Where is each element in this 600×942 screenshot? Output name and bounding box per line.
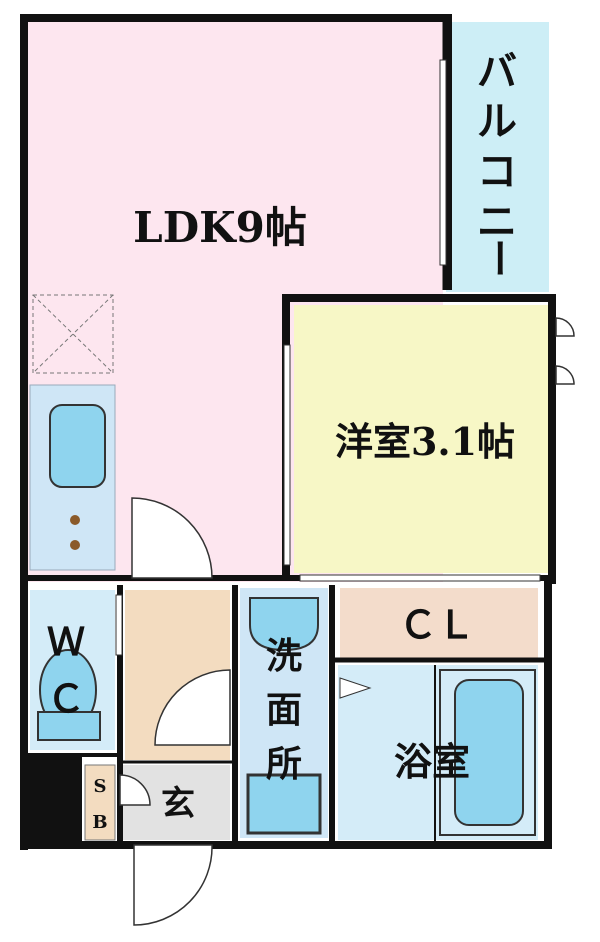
senmen-char-3: 所 (266, 743, 302, 785)
genkan-label: 玄 (161, 784, 195, 824)
shoebox-char-1: S (94, 776, 107, 797)
bathtub-inner-icon (454, 679, 524, 826)
balcony-char-4: ニ (477, 198, 517, 245)
stove-burner-icon (70, 540, 80, 550)
balcony-char-2: ル (477, 98, 517, 145)
senmen-char-1: 洗 (266, 635, 302, 677)
doors (119, 317, 575, 926)
balcony-char-3: コ (477, 148, 517, 195)
balcony-char-1: バ (477, 48, 517, 95)
bath-door-triangle-icon (339, 677, 372, 699)
toilet-tank-icon (37, 711, 101, 741)
sliding-doors (115, 59, 541, 656)
wc-char-1: Ｗ (47, 619, 85, 664)
closet-area (340, 588, 538, 658)
closet-label: ＣＬ (399, 602, 475, 647)
yokushitsu-label: 浴室 (394, 739, 470, 784)
shoebox-area (84, 764, 116, 841)
washing-machine-icon (246, 773, 322, 835)
yoshitsu-label: 洋室3.1帖 (335, 419, 515, 464)
balcony-char-5: ー (475, 238, 522, 278)
wc-char-2: Ｃ (47, 676, 85, 721)
balcony-area (446, 22, 549, 292)
washbasin-icon (249, 597, 319, 652)
fridge-space (32, 294, 114, 374)
shoebox-char-2: B (92, 812, 107, 833)
yoshitsu-area (294, 305, 548, 573)
kitchen-sink-icon (49, 404, 106, 488)
ldk-label: LDK9帖 (133, 203, 307, 252)
stove-burner-icon (70, 515, 80, 525)
senmen-char-2: 面 (266, 689, 302, 731)
